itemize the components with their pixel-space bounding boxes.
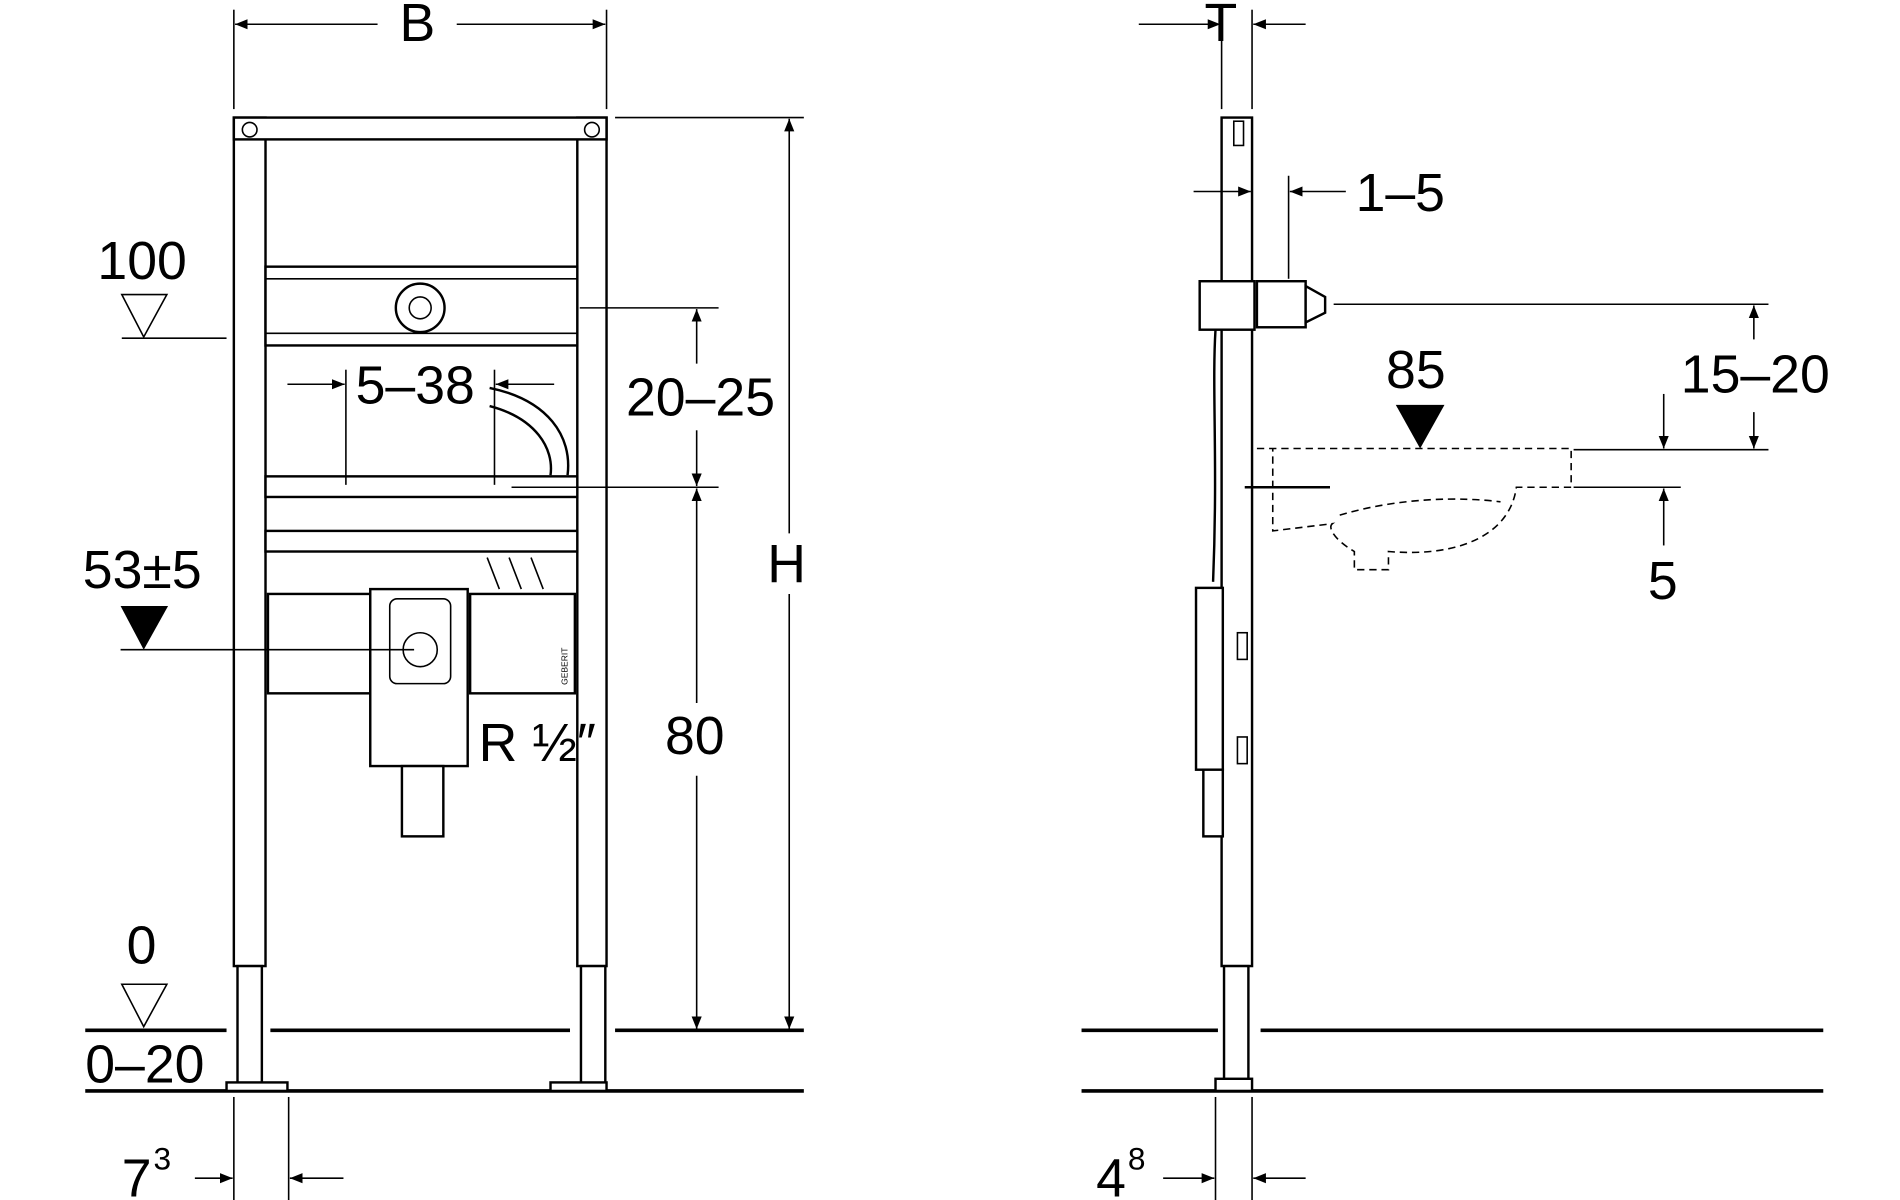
width-label: B — [399, 0, 435, 53]
geberit-logo: GEBERIT — [560, 648, 570, 685]
upper-dimension-label: 20–25 — [626, 369, 775, 428]
foot-offset-sup: 3 — [153, 1141, 171, 1177]
spacing-label: 5–38 — [356, 357, 475, 416]
frame-top-bar — [232, 116, 608, 141]
supply-fitting-side — [1255, 280, 1307, 329]
thread-label: R ½″ — [479, 714, 596, 773]
frame-side-upright — [1220, 116, 1254, 968]
foot-offset-label: 7 — [122, 1149, 152, 1200]
side-foot-offset-label: 4 — [1096, 1149, 1126, 1200]
small-dimension-label: 5 — [1648, 552, 1678, 611]
floor-level-label: 0 — [127, 917, 157, 976]
front-view: GEBERIT B H 100 20–25 5–38 53±5 — [83, 0, 806, 1200]
frame-upright-left — [232, 116, 267, 968]
frame-upright-right — [576, 116, 608, 968]
wall-gap-label: 1–5 — [1356, 164, 1445, 223]
height-label: H — [767, 535, 806, 594]
depth-label: T — [1205, 0, 1238, 53]
drain-fitting — [369, 587, 469, 768]
floor-range-label: 0–20 — [85, 1036, 204, 1095]
side-view: T 1–5 15–20 85 5 4 8 — [1081, 0, 1830, 1200]
range-label: 15–20 — [1681, 346, 1830, 405]
lower-dimension-label: 80 — [665, 707, 725, 766]
basin-level-label: 85 — [1386, 341, 1446, 400]
side-foot-offset-sup: 8 — [1128, 1141, 1146, 1177]
basin-outline — [1256, 447, 1572, 571]
drain-level-label: 53±5 — [83, 541, 202, 600]
valve-box — [468, 592, 577, 695]
level-top-label: 100 — [97, 232, 186, 291]
supply-connection — [394, 282, 446, 334]
